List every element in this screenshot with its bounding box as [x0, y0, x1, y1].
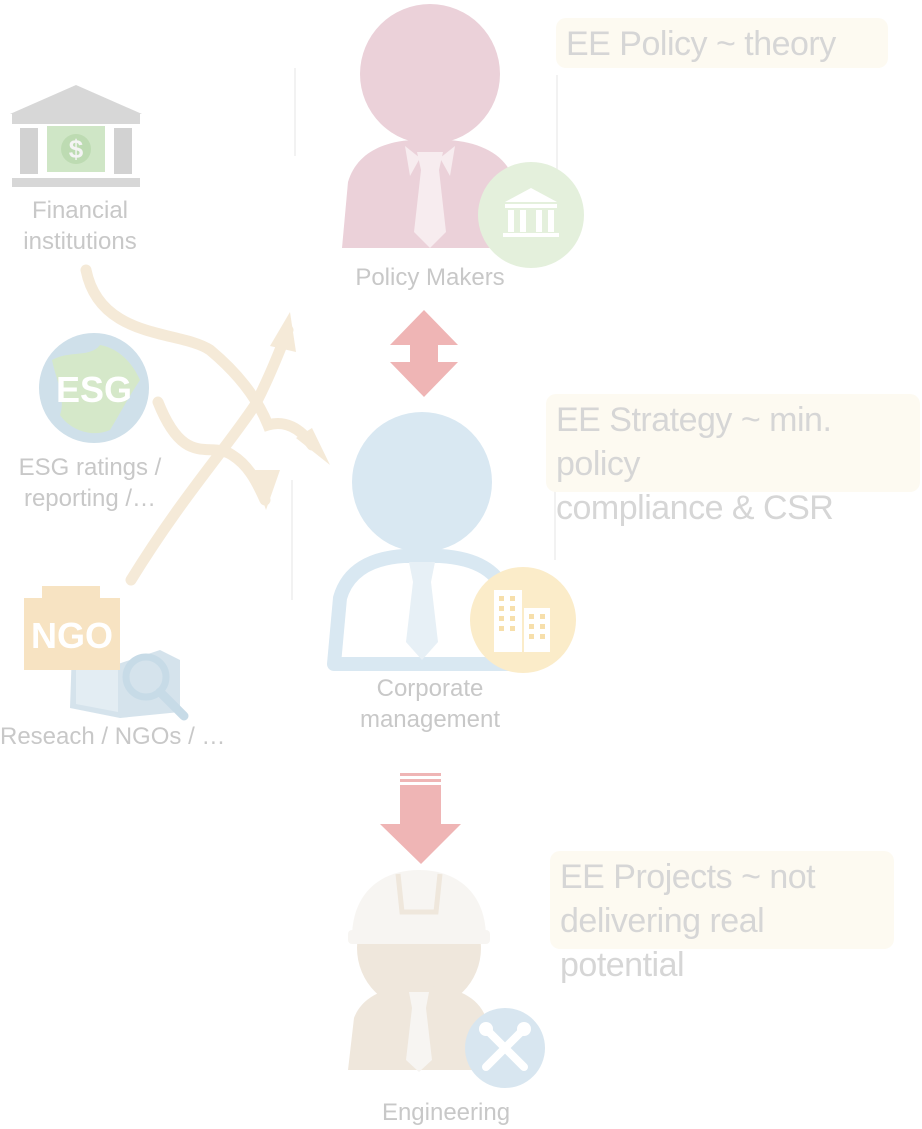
ee-projects-callout: EE Projects ~ not delivering real potent…	[550, 851, 894, 984]
ee-strategy-line1: EE Strategy ~ min. policy	[556, 401, 832, 483]
policy-makers-label: Policy Makers	[355, 264, 505, 291]
bank-icon: $	[10, 85, 142, 187]
esg-ratings-label: ESG ratings / reporting /…	[0, 452, 180, 514]
ee-policy-callout-text: EE Policy ~ theory	[566, 25, 836, 63]
financial-to-corporate-arrow	[80, 264, 318, 451]
arrowhead-down	[252, 470, 280, 510]
corporate-label-line2: management	[359, 706, 501, 733]
office-building-icon	[470, 567, 576, 673]
tools-icon	[465, 1008, 545, 1088]
esg-label-line1: ESG ratings /	[18, 454, 162, 481]
ngo-sign-icon: NGO	[24, 586, 120, 670]
ngo-badge-text: NGO	[31, 615, 113, 656]
government-building-icon	[478, 162, 584, 268]
ee-projects-line2: delivering real potential	[560, 902, 765, 984]
research-ngos-label: Reseach / NGOs / …	[0, 723, 226, 750]
esg-label-line2: reporting /…	[23, 485, 157, 512]
arrowhead-to-corporate	[296, 428, 330, 465]
financial-label-line1: Financial	[31, 197, 129, 224]
ngo-to-policy-arrow	[125, 324, 294, 586]
financial-label-line2: institutions	[23, 228, 137, 255]
ee-policy-callout: EE Policy ~ theory	[556, 18, 888, 68]
policy-corporate-double-arrow	[390, 310, 458, 397]
corporate-label-line1: Corporate	[376, 675, 484, 702]
influence-arrows	[80, 264, 318, 586]
ee-strategy-callout: EE Strategy ~ min. policy compliance & C…	[546, 394, 920, 527]
ee-strategy-line2: compliance & CSR	[556, 489, 834, 527]
esg-badge-text: ESG	[56, 369, 132, 410]
policy-maker-person-icon	[342, 4, 520, 248]
corporate-person-icon	[327, 412, 519, 671]
corporate-engineering-arrow	[380, 773, 461, 864]
arrowhead-up	[270, 312, 296, 352]
magnifier-icon	[122, 653, 189, 721]
influence-arrowheads	[252, 312, 330, 510]
financial-institutions-label: Financial institutions	[0, 195, 160, 257]
ee-projects-line1: EE Projects ~ not	[560, 858, 816, 896]
engineering-label: Engineering	[381, 1099, 511, 1126]
svg-text:$: $	[69, 134, 84, 164]
esg-globe-icon: ESG	[39, 333, 149, 443]
engineer-person-icon	[348, 870, 492, 1072]
corporate-management-label: Corporate management	[330, 673, 530, 735]
